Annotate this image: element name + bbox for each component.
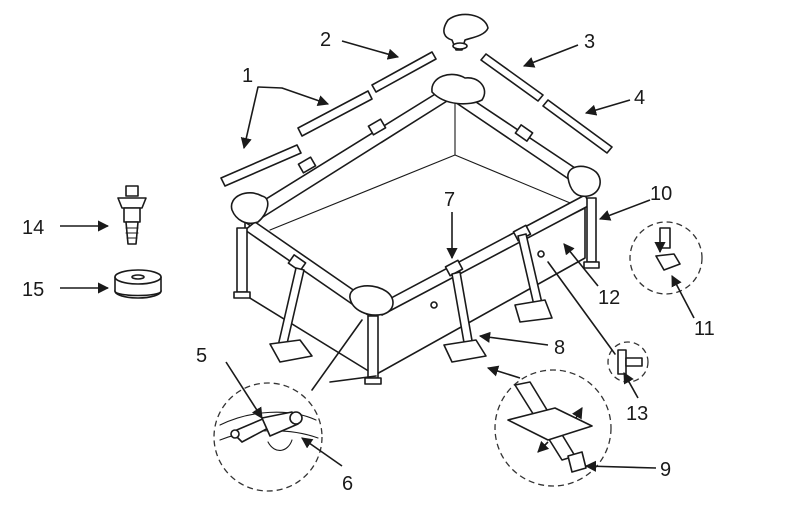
callout-8: 8: [554, 337, 565, 359]
detail-circle-hose-adapter: [607, 341, 649, 383]
callout-12: 12: [598, 287, 620, 309]
leader-arrows: [60, 40, 695, 472]
detail-circle-frame-joint: [213, 382, 323, 492]
callout-4: 4: [634, 87, 645, 109]
detail-circle-support-base: [494, 369, 612, 487]
rail-part-4: [542, 99, 613, 154]
hose-connector-part-14: [117, 185, 147, 245]
callout-2: 2: [320, 29, 331, 51]
rail-part-2: [371, 51, 437, 93]
callout-13: 13: [626, 403, 648, 425]
t-joint-connector: [443, 13, 489, 51]
callout-11: 11: [694, 318, 715, 340]
detail-circle-drain-valve: [629, 221, 703, 295]
callout-labels: 1 2 3 4 5 6 7 8 9 10 11 12 13 14 15: [22, 29, 715, 495]
callout-3: 3: [584, 31, 595, 53]
rail-part-1a: [220, 144, 302, 187]
callout-10: 10: [650, 183, 672, 205]
pool-frame: [230, 73, 601, 385]
callout-5: 5: [196, 345, 207, 367]
callout-15: 15: [22, 279, 44, 301]
callout-14: 14: [22, 217, 44, 239]
callout-1: 1: [242, 65, 253, 87]
top-rail-pipes: [220, 51, 613, 187]
callout-7: 7: [444, 189, 455, 211]
callout-9: 9: [660, 459, 671, 481]
ring-part-15: [114, 269, 162, 299]
callout-6: 6: [342, 473, 353, 495]
rail-part-1b: [297, 90, 373, 137]
rail-part-3: [480, 53, 544, 102]
